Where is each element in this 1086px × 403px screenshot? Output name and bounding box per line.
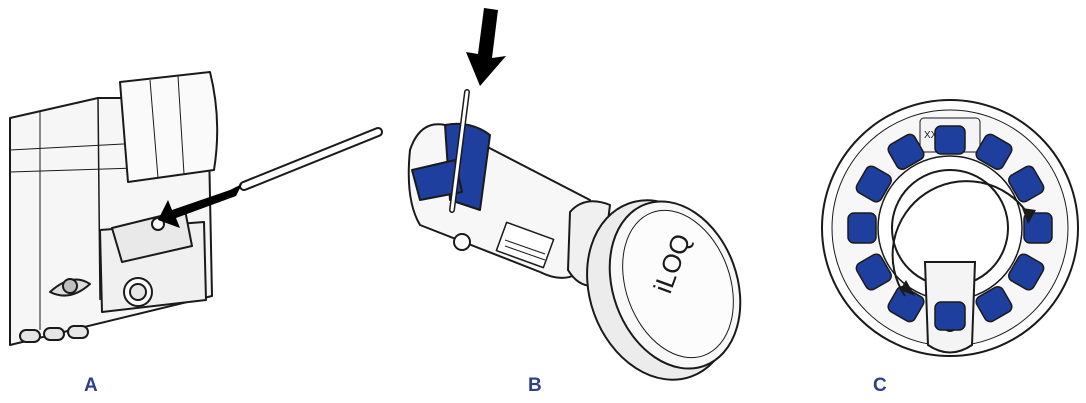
panel-label-a: A <box>84 375 98 396</box>
panel-c-segment <box>855 253 892 291</box>
panel-a-illustration <box>9 71 219 346</box>
panel-c-segment <box>887 286 925 323</box>
panel-c-segment <box>975 133 1013 170</box>
panel-b-arrow-icon <box>466 8 506 86</box>
panel-c-segment <box>847 212 877 244</box>
panel-c-segment <box>1008 165 1045 203</box>
panel-b-pin <box>449 89 470 213</box>
panel-c-rotation-arrow-icon <box>891 180 1036 297</box>
panel-a-pin <box>239 127 383 191</box>
panel-c-dial-mark: XX <box>924 130 938 141</box>
panel-c-segment <box>975 286 1013 323</box>
panel-b-illustration <box>407 122 742 381</box>
panel-c-segment <box>1008 253 1045 291</box>
panel-label-b: B <box>528 375 542 396</box>
panel-c-segment <box>855 165 892 203</box>
panel-label-c: C <box>873 375 887 396</box>
panel-c-segment <box>887 133 925 170</box>
panel-c-segment <box>934 301 966 331</box>
panel-c-segment <box>1023 212 1053 244</box>
panel-a-arrow-icon <box>158 184 242 228</box>
panel-c-segment <box>934 125 966 155</box>
panel-c-segments <box>847 125 1053 331</box>
